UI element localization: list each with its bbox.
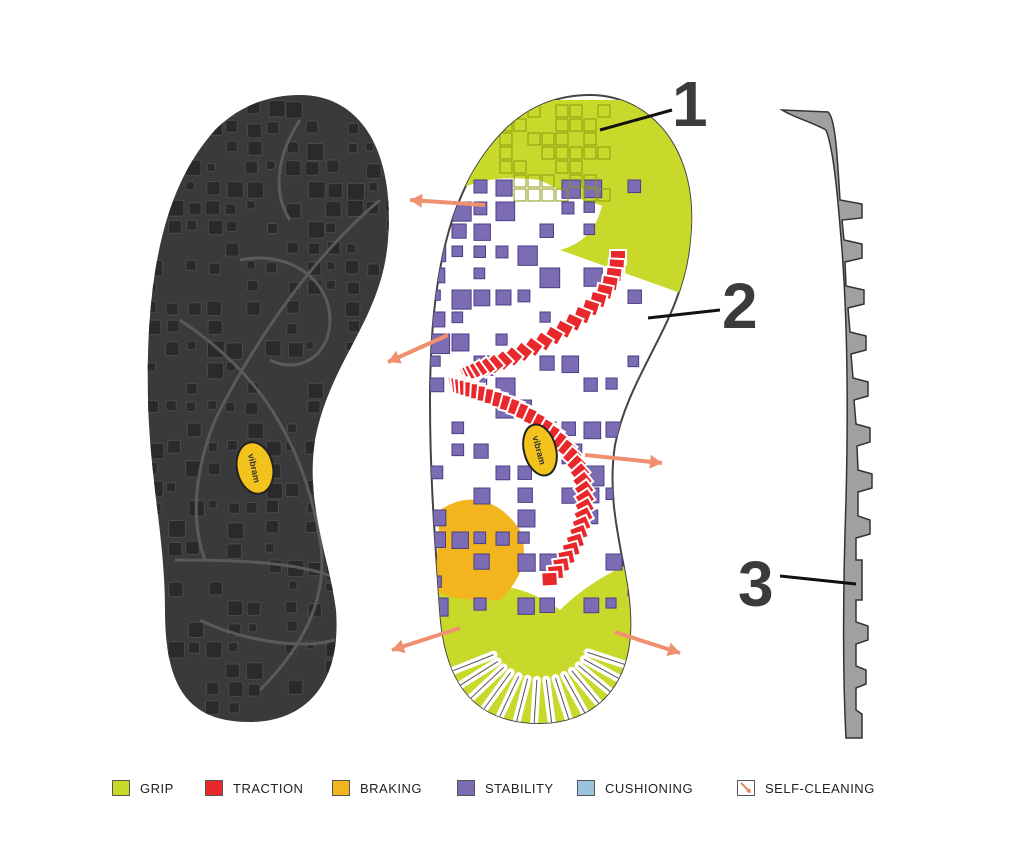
- legend-item: TRACTION: [205, 773, 303, 803]
- self-cleaning-arrow: [391, 626, 461, 653]
- legend-item: STABILITY: [457, 773, 554, 803]
- callout-3: 3: [738, 548, 857, 620]
- legend-label: SELF-CLEANING: [765, 780, 875, 796]
- traction-blocks: [444, 249, 627, 588]
- vibram-logo-badge: [235, 441, 275, 495]
- self-cleaning-arrow: [614, 630, 681, 656]
- self-cleaning-arrow: [409, 193, 486, 208]
- callout-number-1: 1: [672, 68, 708, 140]
- heel-ribs: [447, 648, 635, 723]
- zoned-outsole: vibram: [428, 93, 693, 725]
- braking-swatch: [332, 780, 350, 796]
- legend-label: GRIP: [140, 780, 174, 796]
- callout-number-3: 3: [738, 548, 774, 620]
- stability-swatch: [457, 780, 475, 796]
- self-cleaning-arrow: [584, 453, 663, 469]
- legend-item: SELF-CLEANING: [737, 773, 875, 803]
- legend-item: CUSHIONING: [577, 773, 693, 803]
- self-cleaning-arrows: [387, 193, 681, 656]
- dark-outsole: vibram: [147, 95, 389, 722]
- callout-number-2: 2: [722, 270, 758, 342]
- braking-zone: [435, 499, 524, 600]
- callout-1: 1: [599, 68, 708, 140]
- grip-swatch: [112, 780, 130, 796]
- legend-item: GRIP: [112, 773, 174, 803]
- sole-profile-section: [779, 109, 873, 739]
- cushioning-swatch: [577, 780, 595, 796]
- zoned-logo-badge: [522, 423, 558, 477]
- self-cleaning-arrow-swatch: [737, 780, 755, 796]
- dark-outsole-channels: [174, 119, 381, 692]
- traction-swatch: [205, 780, 223, 796]
- legend: GRIP TRACTION BRAKING STABILITY CUSHIONING SE…: [112, 773, 912, 803]
- legend-label: BRAKING: [360, 780, 423, 796]
- grip-zone-forefoot-edge: [560, 160, 692, 300]
- legend-label: STABILITY: [485, 780, 554, 796]
- legend-label: TRACTION: [233, 780, 304, 796]
- legend-label: CUSHIONING: [605, 780, 694, 796]
- callout-2: 2: [647, 270, 758, 342]
- legend-item: BRAKING: [332, 773, 422, 803]
- self-cleaning-arrow: [387, 333, 449, 364]
